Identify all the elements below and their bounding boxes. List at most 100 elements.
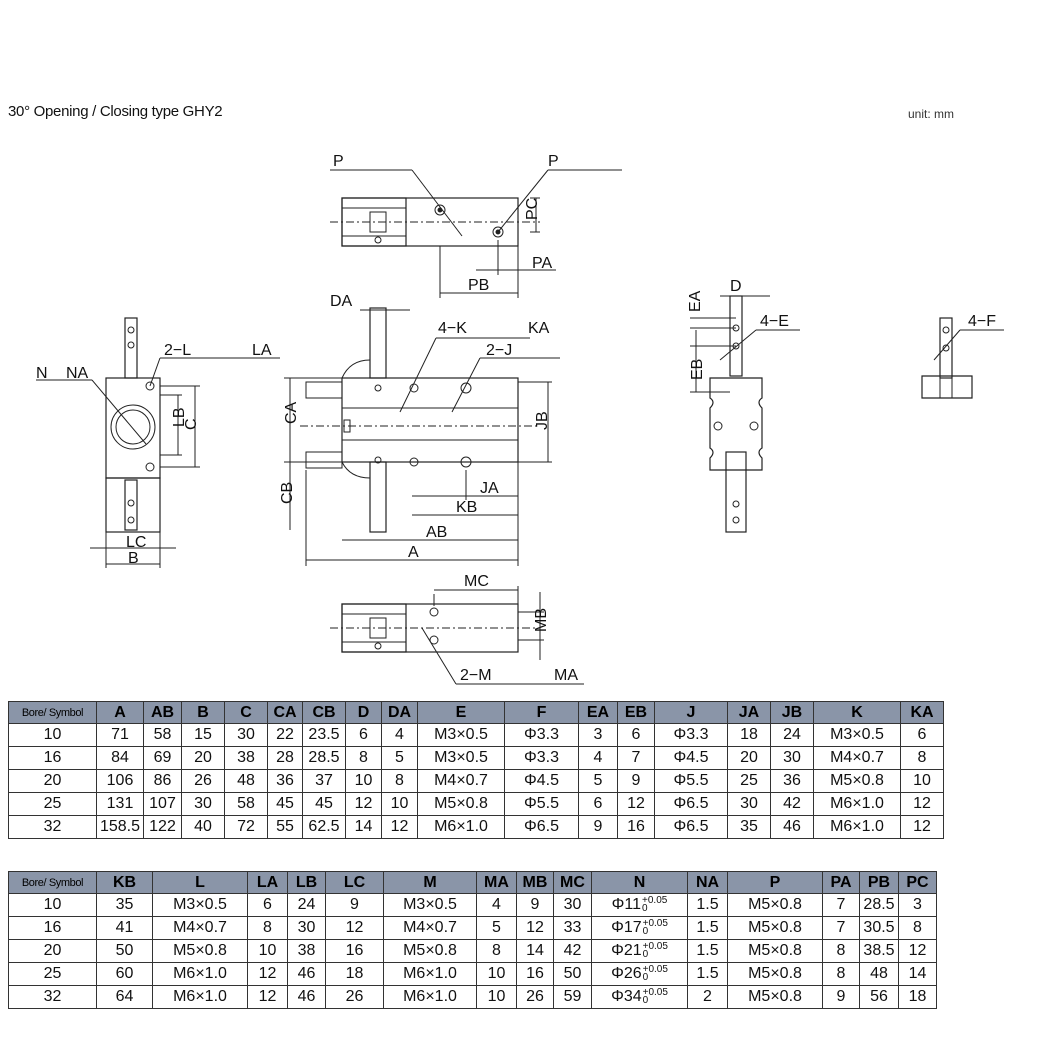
table-cell: 60 <box>96 962 153 986</box>
table-cell: Φ6.5 <box>654 792 728 816</box>
table-cell: M5×0.8 <box>727 916 823 940</box>
table-cell: 16 <box>516 962 554 986</box>
table-cell: 36 <box>770 769 814 793</box>
column-header: MB <box>516 871 554 894</box>
column-header: AB <box>143 701 182 724</box>
table-cell: 30.5 <box>859 916 899 940</box>
table-cell: 8 <box>476 939 517 963</box>
column-header: PB <box>859 871 899 894</box>
table-cell: 4 <box>578 746 618 770</box>
table-cell: 10 <box>8 723 97 747</box>
table-cell: 4 <box>381 723 418 747</box>
table-cell: M6×1.0 <box>813 815 901 839</box>
table-cell: Φ4.5 <box>654 746 728 770</box>
svg-text:LC: LC <box>126 534 146 551</box>
table-cell: 9 <box>578 815 618 839</box>
table-cell: 48 <box>859 962 899 986</box>
table-cell: 32 <box>8 985 97 1009</box>
table-cell: 5 <box>578 769 618 793</box>
table-cell: M5×0.8 <box>813 769 901 793</box>
table-cell: 45 <box>302 792 346 816</box>
table-cell: M3×0.5 <box>417 723 505 747</box>
svg-text:CB: CB <box>279 482 296 504</box>
column-header: PC <box>898 871 937 894</box>
column-header: KB <box>96 871 153 894</box>
table-cell: 25 <box>8 962 97 986</box>
table-cell: M6×1.0 <box>813 792 901 816</box>
table-cell: 30 <box>727 792 771 816</box>
table-cell: 10 <box>247 939 288 963</box>
table-cell: 14 <box>516 939 554 963</box>
table-cell: 28.5 <box>302 746 346 770</box>
table-cell: 1.5 <box>687 893 728 917</box>
table-cell: 8 <box>822 939 860 963</box>
table-cell: Φ6.5 <box>654 815 728 839</box>
table-cell: M4×0.7 <box>383 916 477 940</box>
table-cell: M3×0.5 <box>417 746 505 770</box>
column-header: MA <box>476 871 517 894</box>
table-cell: 24 <box>770 723 814 747</box>
table-cell: 86 <box>143 769 182 793</box>
top-view: P P PC PA PB <box>330 153 622 298</box>
table-cell: M5×0.8 <box>727 893 823 917</box>
table-cell: 28.5 <box>859 893 899 917</box>
column-header: J <box>654 701 728 724</box>
table-cell: 40 <box>181 815 225 839</box>
table-cell: M5×0.8 <box>417 792 505 816</box>
table-cell: 16 <box>8 746 97 770</box>
column-header: DA <box>381 701 418 724</box>
table-cell: 30 <box>770 746 814 770</box>
table-cell: 7 <box>822 916 860 940</box>
unit-label: unit: mm <box>908 107 955 121</box>
table-cell: 30 <box>553 893 592 917</box>
table-cell: M5×0.8 <box>727 985 823 1009</box>
table-cell: 6 <box>900 723 944 747</box>
table-cell: M3×0.5 <box>383 893 477 917</box>
table-cell: 48 <box>224 769 268 793</box>
svg-text:C: C <box>183 418 200 430</box>
table-cell: 8 <box>822 962 860 986</box>
table-cell: 46 <box>770 815 814 839</box>
table-cell: 5 <box>381 746 418 770</box>
table-cell: 41 <box>96 916 153 940</box>
column-header-bore-symbol: Bore/ Symbol <box>8 701 97 724</box>
table-cell: 12 <box>617 792 655 816</box>
svg-text:DA: DA <box>330 293 353 310</box>
svg-text:P: P <box>333 153 344 170</box>
column-header: CB <box>302 701 346 724</box>
table-cell: 20 <box>181 746 225 770</box>
table-cell: 18 <box>325 962 384 986</box>
table-cell: 12 <box>516 916 554 940</box>
table-cell: 26 <box>325 985 384 1009</box>
table-cell: 131 <box>96 792 144 816</box>
table-cell: 12 <box>247 985 288 1009</box>
front-view: DA 4−K KA 2−J CA JB CB JA KB AB A <box>279 293 560 566</box>
svg-text:LB: LB <box>171 407 188 427</box>
table-cell: 50 <box>96 939 153 963</box>
table-cell: M5×0.8 <box>383 939 477 963</box>
column-header: NA <box>687 871 728 894</box>
table-cell: 35 <box>727 815 771 839</box>
column-header: P <box>727 871 823 894</box>
table-cell: Φ5.5 <box>654 769 728 793</box>
table-cell: 38 <box>287 939 326 963</box>
table-cell: 45 <box>267 792 303 816</box>
table-cell: Φ3.3 <box>504 746 579 770</box>
table-cell: 56 <box>859 985 899 1009</box>
table-cell: 36 <box>267 769 303 793</box>
column-header: JA <box>727 701 771 724</box>
column-header: MC <box>553 871 592 894</box>
